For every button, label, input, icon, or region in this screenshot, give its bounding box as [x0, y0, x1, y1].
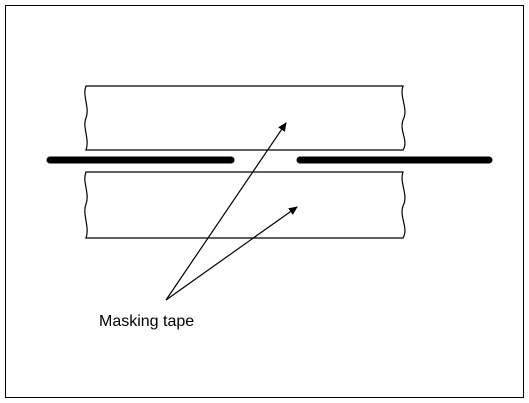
masking-tape-strip-top	[84, 85, 406, 151]
figure-frame	[5, 5, 524, 398]
arrow-to-top-tape	[165, 122, 287, 301]
masking-tape-label: Masking tape	[99, 313, 195, 330]
arrow-to-bottom-tape	[165, 206, 298, 301]
masking-tape-strip-bottom	[84, 171, 406, 239]
